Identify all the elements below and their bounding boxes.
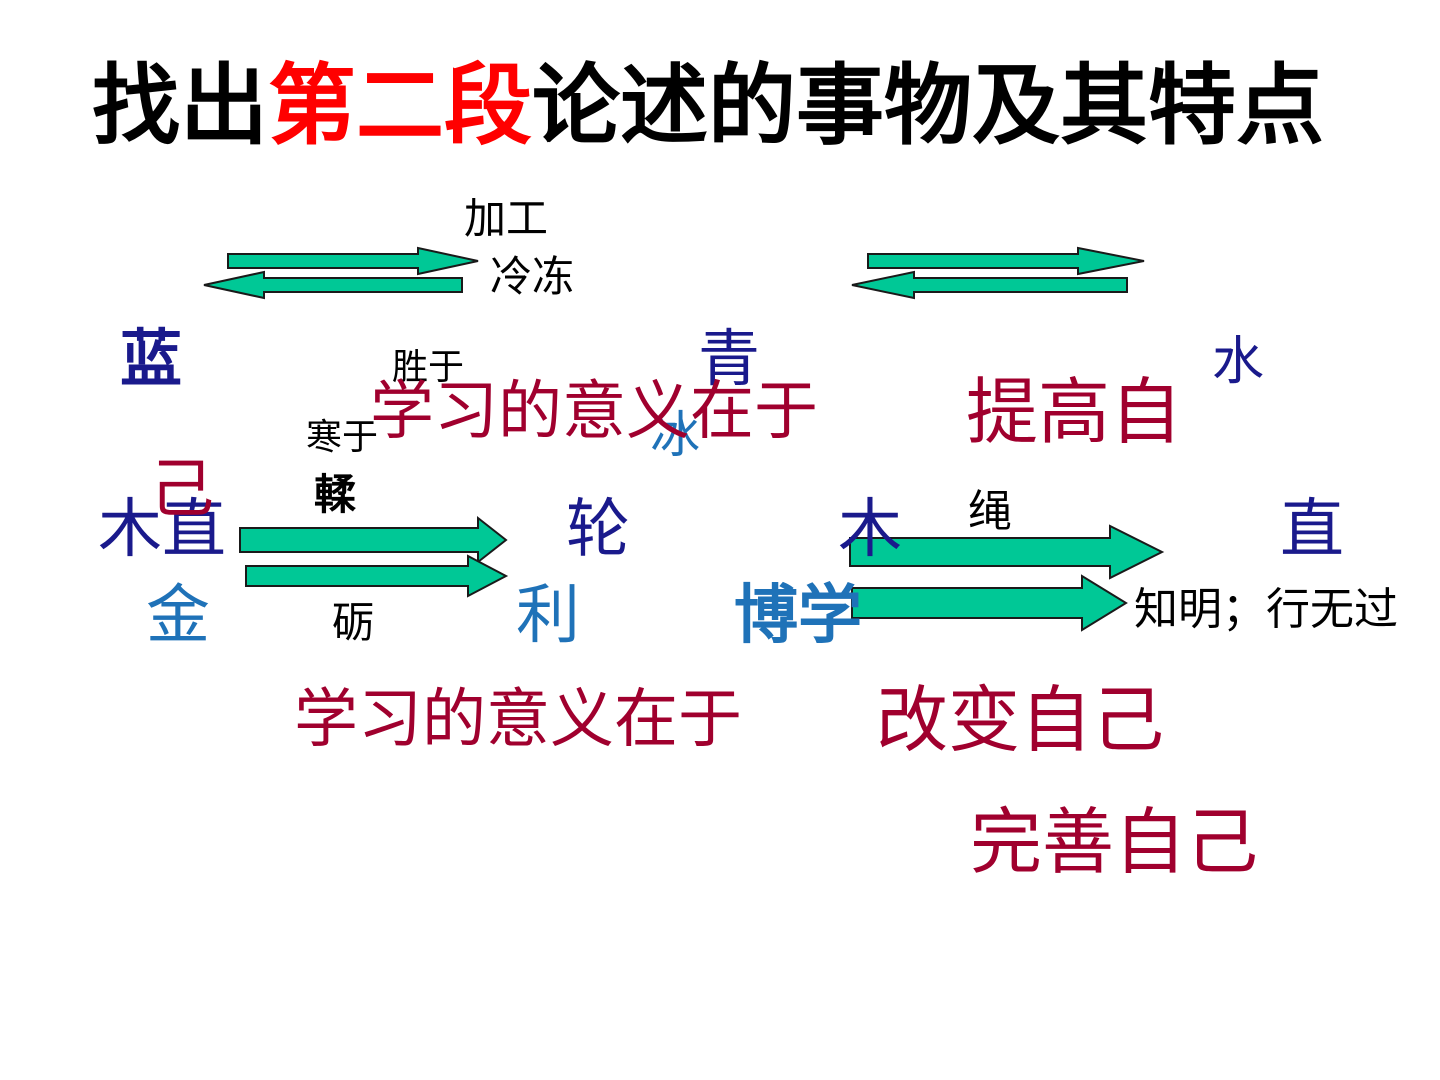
arrow-right-icon xyxy=(239,515,508,565)
word-jin: 金 xyxy=(146,579,210,653)
conclusion-meaning-2: 学习的意义在于 xyxy=(294,683,742,757)
label-zhiming: 知明；行无过 xyxy=(1134,584,1398,635)
arrow-left-icon xyxy=(851,270,1128,300)
label-jiagong: 加工 xyxy=(464,194,549,243)
conclusion-meaning-1: 学习的意义在于 xyxy=(370,375,818,449)
label-rou: 輮 xyxy=(314,470,357,519)
word-li-sharp: 利 xyxy=(516,579,580,653)
word-mu-zhi: 木直 xyxy=(98,493,226,567)
word-qing: 青 xyxy=(698,322,761,395)
label-shengyu: 胜于 xyxy=(392,347,465,388)
word-lan: 蓝 xyxy=(120,322,183,395)
word-shui: 水 xyxy=(1212,332,1265,392)
title-prefix: 找出 xyxy=(92,54,269,157)
arrow-right-icon xyxy=(245,554,509,598)
arrow-right-icon xyxy=(849,524,1165,580)
arrow-left-icon xyxy=(203,270,463,300)
arrow-right-icon xyxy=(851,574,1128,632)
conclusion-gaibian: 改变自己 xyxy=(876,678,1165,762)
word-lun: 轮 xyxy=(566,493,630,567)
label-hanyu: 寒于 xyxy=(306,417,379,458)
label-lengdong: 冷冻 xyxy=(490,252,575,301)
word-bing: 冰 xyxy=(650,406,700,464)
word-mu: 木 xyxy=(838,493,902,567)
title-highlight: 第二段 xyxy=(268,54,533,157)
slide-title: 找出第二段论述的事物及其特点 xyxy=(92,62,1324,150)
conclusion-tigao: 提高自 xyxy=(966,370,1183,454)
label-sheng: 绳 xyxy=(968,486,1012,537)
title-suffix: 论述的事物及其特点 xyxy=(532,54,1325,157)
word-zhi: 直 xyxy=(1280,493,1344,567)
arrow-right-icon xyxy=(867,246,1145,276)
label-li: 砺 xyxy=(332,598,375,647)
arrow-right-icon xyxy=(227,246,479,276)
conclusion-ji: 己 xyxy=(150,453,214,527)
conclusion-wanshan: 完善自己 xyxy=(970,800,1259,884)
word-boxue: 博学 xyxy=(734,579,862,653)
